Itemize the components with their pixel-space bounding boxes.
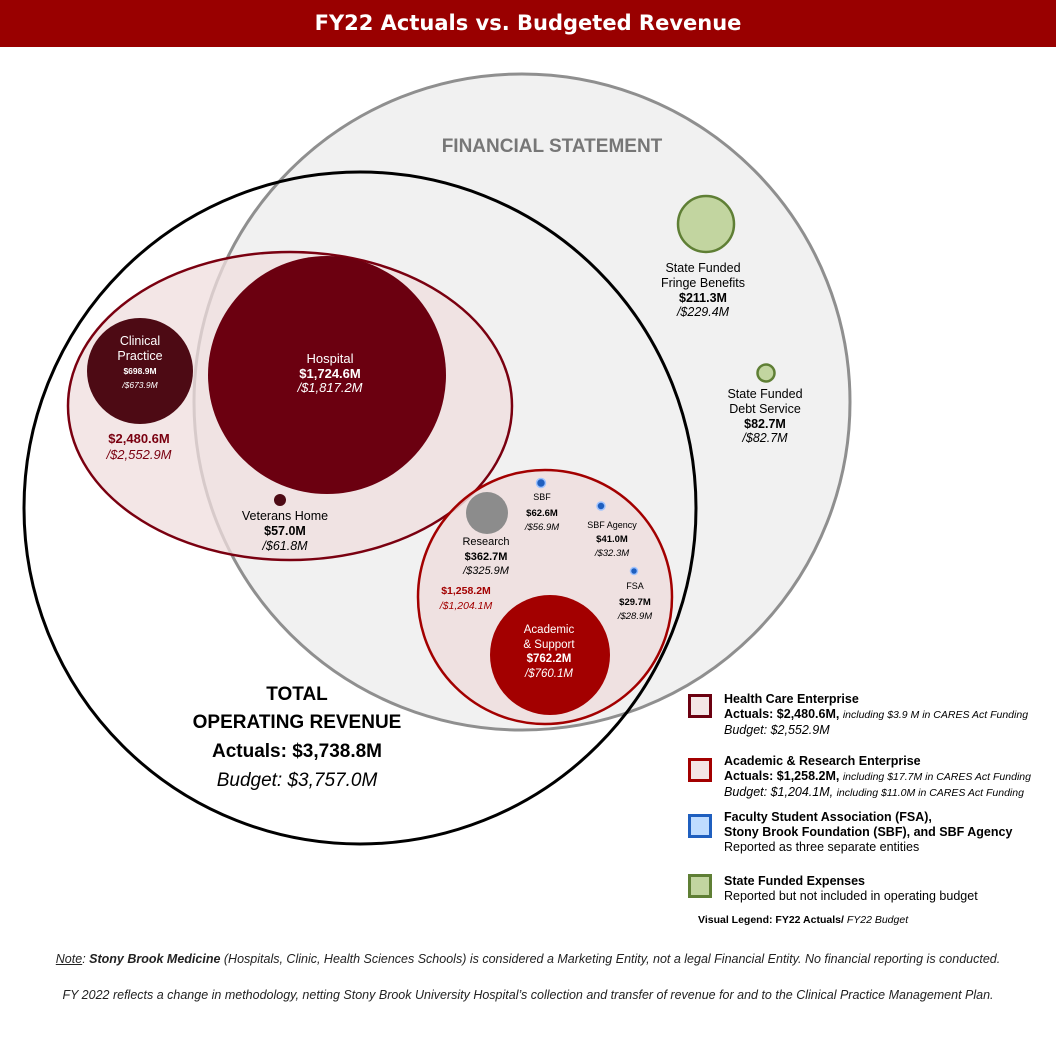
legend-state-title: State Funded Expenses — [724, 874, 866, 888]
legend-are-budget-note: including $11.0M in CARES Act Funding — [836, 787, 1024, 799]
visual-legend: Visual Legend: FY22 Actuals/ FY22 Budget — [698, 914, 908, 926]
debt-service-circle — [756, 363, 776, 383]
clinical-actual: $698.9M — [123, 366, 156, 376]
sbf-agency-dot — [596, 501, 606, 511]
total-label-2: OPERATING REVENUE — [193, 712, 402, 733]
fringe-label-1: State Funded — [665, 261, 740, 275]
legend-fsa-title-2: Stony Brook Foundation (SBF), and SBF Ag… — [724, 825, 1013, 839]
sbf-dot — [535, 477, 547, 489]
debt-label-1: State Funded — [727, 387, 802, 401]
sbf-agency-budget: /$32.3M — [594, 548, 629, 559]
debt-label-2: Debt Service — [729, 402, 801, 416]
sbf-agency-actual: $41.0M — [596, 534, 628, 545]
legend-hce-budget: Budget: $2,552.9M — [724, 723, 830, 737]
debt-actual: $82.7M — [744, 417, 786, 431]
total-label-1: TOTAL — [266, 684, 328, 705]
research-label: Research — [462, 536, 509, 548]
fringe-label-2: Fringe Benefits — [661, 276, 745, 290]
debt-budget: /$82.7M — [741, 431, 788, 445]
note-line: Note: Stony Brook Medicine (Hospitals, C… — [55, 952, 1001, 966]
clinical-budget: /$673.9M — [121, 380, 158, 390]
sbf-budget: /$56.9M — [524, 522, 559, 533]
sbf-label: SBF — [533, 492, 551, 502]
academic-support-label-2: & Support — [523, 639, 575, 651]
hospital-budget: /$1,817.2M — [296, 380, 362, 395]
legend-are-note: including $17.7M in CARES Act Funding — [842, 771, 1031, 783]
veterans-budget: /$61.8M — [261, 539, 308, 553]
fringe-actual: $211.3M — [679, 291, 727, 305]
hospital-actual: $1,724.6M — [299, 366, 360, 381]
legend-hce-note: including $3.9 M in CARES Act Funding — [842, 709, 1029, 721]
hce-budget: /$2,552.9M — [105, 447, 171, 462]
visual-legend-actuals: Visual Legend: FY22 Actuals/ — [698, 914, 844, 926]
sbf-agency-label: SBF Agency — [587, 520, 637, 530]
total-operating-revenue-circle — [22, 170, 698, 846]
financial-statement-label: FINANCIAL STATEMENT — [442, 136, 663, 157]
legend-are-actual: Actuals: $1,258.2M, — [724, 769, 840, 783]
note-text: (Hospitals, Clinic, Health Sciences Scho… — [220, 952, 1001, 966]
fringe-benefits-circle — [676, 194, 736, 254]
veterans-actual: $57.0M — [264, 524, 306, 538]
visual-legend-budget: FY22 Budget — [846, 914, 909, 926]
clinical-label-2: Practice — [117, 349, 162, 363]
are-budget: /$1,204.1M — [439, 600, 493, 612]
legend-fsa-title-1: Faculty Student Association (FSA), — [724, 810, 932, 824]
total-budget: Budget: $3,757.0M — [217, 770, 378, 791]
research-actual: $362.7M — [465, 551, 508, 563]
clinical-label-1: Clinical — [120, 334, 160, 348]
fsa-actual: $29.7M — [619, 597, 651, 608]
hospital-label: Hospital — [307, 351, 354, 366]
academic-support-actual: $762.2M — [527, 653, 572, 665]
fy-note: FY 2022 reflects a change in methodology… — [62, 988, 994, 1002]
clinical-practice-circle — [87, 318, 193, 424]
total-actual: Actuals: $3,738.8M — [212, 741, 382, 762]
are-actual: $1,258.2M — [441, 585, 491, 597]
note-org: Stony Brook Medicine — [89, 952, 221, 966]
fringe-budget: /$229.4M — [676, 305, 730, 319]
legend-swatch-fsa — [688, 814, 712, 838]
legend-swatch-hce — [688, 694, 712, 718]
hospital-circle — [208, 256, 446, 494]
legend-fsa-desc: Reported as three separate entities — [724, 840, 920, 854]
legend-are-title: Academic & Research Enterprise — [724, 754, 921, 768]
veterans-home-dot — [274, 494, 286, 506]
legend-swatch-state — [688, 874, 712, 898]
sbf-actual: $62.6M — [526, 508, 558, 519]
veterans-label: Veterans Home — [242, 509, 328, 523]
fsa-budget: /$28.9M — [617, 611, 652, 622]
note-label: Note — [55, 952, 83, 966]
fsa-dot — [629, 566, 639, 576]
academic-support-label-1: Academic — [524, 624, 575, 636]
legend-are-budget: Budget: $1,204.1M, — [724, 785, 834, 799]
page-title: FY22 Actuals vs. Budgeted Revenue — [0, 0, 1056, 47]
hce-actual: $2,480.6M — [108, 431, 169, 446]
legend-swatch-are — [688, 758, 712, 782]
fsa-label: FSA — [626, 581, 644, 591]
research-circle — [466, 492, 508, 534]
academic-support-circle — [490, 595, 610, 715]
legend-hce-actual: Actuals: $2,480.6M, — [724, 707, 840, 721]
academic-support-budget: /$760.1M — [524, 668, 573, 680]
research-budget: /$325.9M — [462, 565, 510, 577]
legend-state-desc: Reported but not included in operating b… — [724, 889, 978, 903]
legend-hce-title: Health Care Enterprise — [724, 692, 859, 706]
